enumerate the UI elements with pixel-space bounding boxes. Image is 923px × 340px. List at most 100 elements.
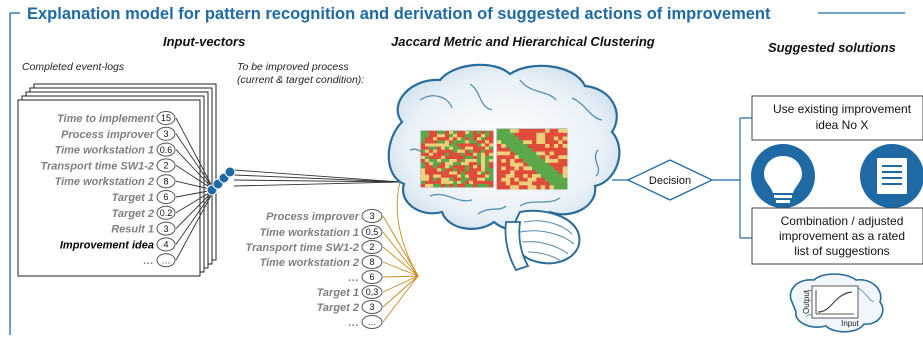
heatmap-cell (501, 166, 507, 171)
heatmap-cell (497, 174, 502, 179)
heatmap-cell (441, 168, 446, 172)
target-connector-line (382, 246, 419, 277)
target-process-label: Target 1 (317, 287, 359, 299)
heatmap-cell (540, 136, 546, 141)
heatmap-cell (437, 168, 442, 172)
heatmap-cell (469, 140, 474, 144)
heatmap-cell (453, 171, 458, 175)
heatmap-cell (445, 146, 450, 150)
heatmap-cell (489, 137, 494, 141)
heatmap-cell (461, 171, 466, 175)
input-vectors-heading: Input-vectors (163, 34, 245, 49)
heatmap-cell (497, 144, 502, 149)
heatmap-cell (510, 185, 515, 190)
heatmap-cell (429, 165, 434, 169)
heatmap-cell (527, 174, 533, 179)
heatmap-cell (433, 177, 438, 182)
heatmap-cell (473, 159, 478, 163)
heatmap-cell (536, 174, 542, 179)
heatmap-cell (449, 162, 454, 166)
heatmap-cell (445, 174, 450, 178)
heatmap-cell (429, 155, 434, 160)
heatmap-cell (558, 185, 563, 190)
heatmap-cell (510, 144, 515, 149)
heatmap-cell (523, 177, 528, 182)
heatmap-cell (558, 155, 563, 160)
heatmap-cell (518, 151, 524, 156)
heatmap-cell (523, 147, 528, 152)
heatmap-cell (505, 177, 511, 182)
heatmap-cell (501, 129, 507, 134)
heatmap-cell (549, 136, 555, 141)
completed-logs-caption: Completed event-logs (22, 61, 125, 73)
heatmap-cell (562, 147, 568, 152)
heatmap-cell (481, 183, 486, 188)
heatmap-cell (433, 149, 438, 154)
heatmap-cell (523, 185, 528, 190)
event-log-value: 6 (163, 192, 168, 202)
event-log-connector-line (175, 189, 215, 245)
heatmap-cell (527, 140, 533, 145)
heatmap-cell (485, 137, 490, 141)
heatmap-cell (497, 155, 502, 160)
heatmap-cell (532, 151, 537, 156)
heatmap-cell (553, 144, 559, 149)
heatmap-cell (437, 177, 442, 182)
heatmap-cell (545, 129, 550, 134)
event-log-label: Target 2 (112, 208, 154, 220)
heatmap-cell (457, 134, 462, 138)
heatmap-cell (558, 166, 563, 171)
heatmap-cell (457, 159, 462, 163)
heatmap-cell (501, 185, 507, 190)
heatmap-cell (523, 129, 528, 134)
heatmap-cell (558, 144, 563, 149)
heatmap-cell (433, 143, 438, 147)
heatmap-cell (562, 177, 568, 182)
heatmap-cell (514, 162, 520, 167)
heatmap-cell (536, 136, 542, 141)
heatmap-cell (457, 180, 462, 185)
heatmap-cell (497, 185, 502, 190)
heatmap-cell (473, 137, 478, 141)
event-log-value-box (156, 142, 176, 157)
heatmap-cell (558, 177, 563, 182)
heatmap-cell (532, 136, 537, 141)
heatmap-cell (505, 132, 511, 137)
heatmap-cell (497, 132, 502, 137)
heatmap-cell (465, 131, 470, 135)
heatmap-cell (421, 174, 426, 178)
heatmap-cell (477, 143, 482, 147)
target-process-label: … (348, 272, 359, 284)
heatmap-cell (485, 146, 490, 150)
heatmap-cell (477, 137, 482, 141)
heatmap-cell (549, 162, 555, 167)
heatmap-cell (465, 146, 470, 150)
heatmap-cell (457, 171, 462, 175)
heatmap-cell (433, 155, 438, 160)
heatmap-cell (445, 165, 450, 169)
heatmap-cell (489, 183, 494, 188)
heatmap-cell (465, 149, 470, 154)
heatmap-cell (558, 147, 563, 152)
event-log-label: … (143, 255, 154, 267)
heatmap-cell (469, 146, 474, 150)
heatmap-cell (527, 144, 533, 149)
heatmap-cell (545, 166, 550, 171)
heatmap-cell (523, 155, 528, 160)
heatmap-cell (514, 174, 520, 179)
heatmap-cell (510, 181, 515, 186)
heatmap-cell (505, 140, 511, 145)
heatmap-cell (437, 165, 442, 169)
heatmap-cell (425, 159, 430, 163)
heatmap-cell (449, 159, 454, 163)
heatmap-cell (421, 155, 426, 160)
event-log-value-box (156, 221, 176, 236)
heatmap-cell (527, 151, 533, 156)
target-connector-line (382, 261, 419, 277)
event-log-label: Target 1 (112, 192, 154, 204)
heatmap-cell (461, 137, 466, 141)
heatmap-cell (453, 143, 458, 147)
target-process-value-box (361, 225, 383, 239)
heatmap-cell (485, 162, 490, 166)
diagram-title: Explanation model for pattern recognitio… (27, 5, 771, 23)
